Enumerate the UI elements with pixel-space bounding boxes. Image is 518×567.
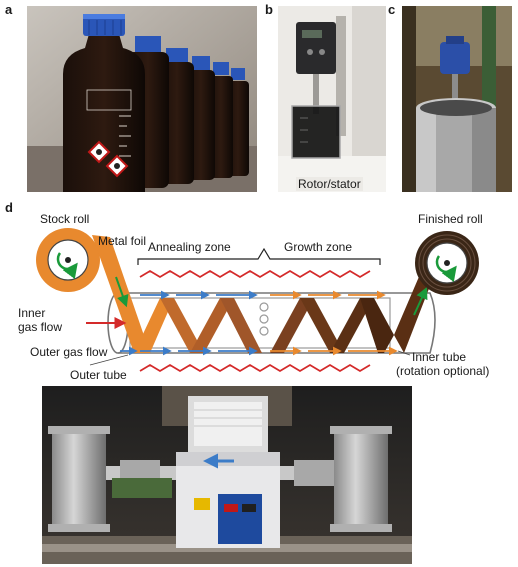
bottles-photo (27, 6, 257, 192)
finished-roll-chamber (330, 426, 392, 532)
label-annealing-zone: Annealing zone (148, 240, 231, 254)
motor (440, 42, 470, 74)
metal-foil (92, 235, 150, 353)
bottle-cap (83, 14, 125, 36)
outer-gas-arrows (120, 290, 258, 356)
label-growth-zone: Growth zone (284, 240, 352, 254)
label-outer-tube: Outer tube (70, 368, 127, 382)
label-finished-roll: Finished roll (418, 212, 483, 226)
stock-roll-chamber (48, 426, 110, 532)
panel-label-a: a (5, 2, 13, 17)
label-inner-tube-1: Inner tube (412, 350, 466, 364)
label-metal-foil: Metal foil (98, 234, 146, 248)
heater-top (139, 269, 371, 279)
label-inner-tube-2: (rotation optional) (396, 364, 489, 378)
panel-label-b: b (265, 2, 273, 17)
product-gas-arrows (270, 290, 398, 356)
tank-photo (402, 6, 512, 192)
stock-roll (36, 228, 100, 292)
furnace-photo (42, 386, 412, 564)
rotation-arrow-icon (56, 252, 78, 280)
finished-roll (415, 231, 479, 295)
label-inner-gas-flow-1: Inner (18, 306, 45, 320)
zone-bracket (137, 247, 381, 265)
heater-bottom (139, 363, 371, 373)
rotor-stator-caption: Rotor/stator (296, 177, 363, 191)
mixer-controller (296, 22, 336, 74)
outer-tube (118, 292, 436, 354)
tube-furnace (176, 396, 280, 548)
label-inner-gas-flow-2: gas flow (18, 320, 62, 334)
rotor-stator-photo (278, 6, 386, 192)
roll-to-roll-schematic: Stock roll Metal foil Annealing zone Gro… (18, 212, 489, 382)
label-stock-roll: Stock roll (40, 212, 89, 226)
panel-label-c: c (388, 2, 396, 17)
bottle-row (63, 14, 249, 192)
hazard-icon (87, 140, 129, 178)
rotation-arrow-icon (435, 255, 457, 283)
foil-zigzag (134, 298, 394, 353)
label-outer-gas-flow: Outer gas flow (30, 345, 108, 359)
beaker (292, 106, 340, 158)
panel-label-d: d (5, 200, 13, 215)
